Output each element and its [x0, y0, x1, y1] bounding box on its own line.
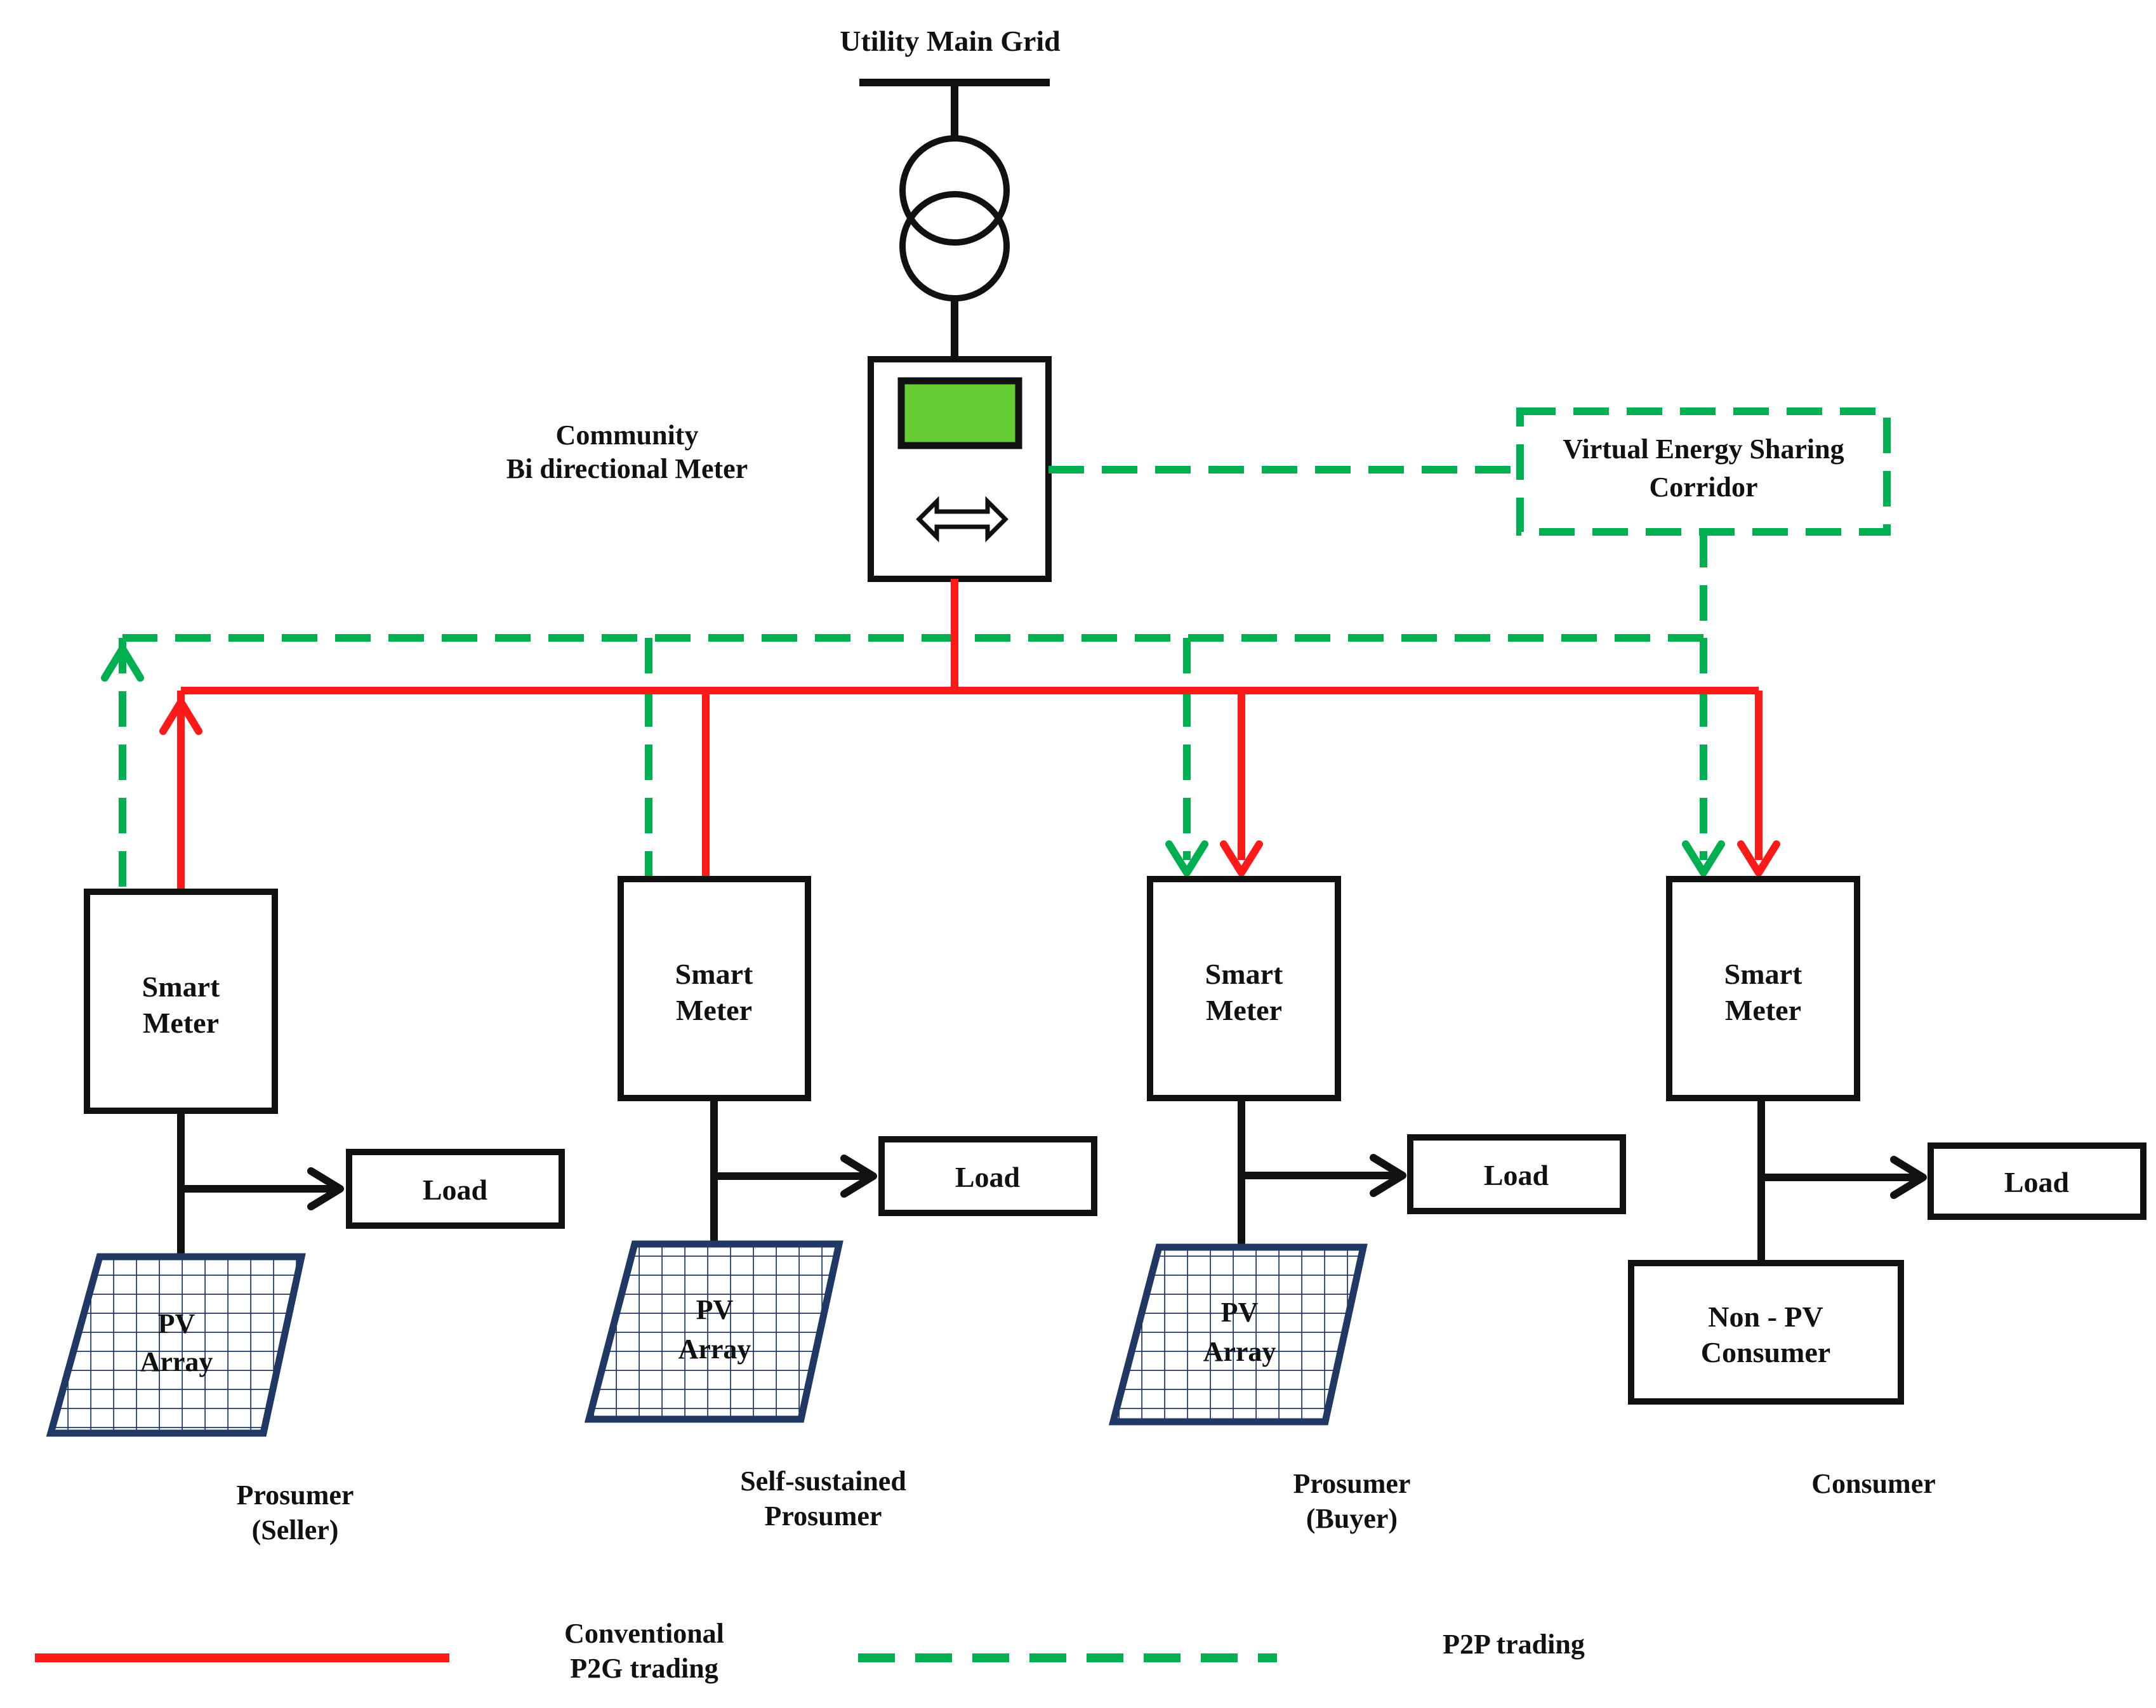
legend: Conventional P2G trading P2P trading [35, 1618, 1585, 1684]
p2p-arrow-down-icon [1165, 840, 1208, 877]
pv-array-icon [584, 1240, 843, 1423]
non-pv-consumer-box [1628, 1260, 1904, 1405]
load-label: Load [2004, 1166, 2070, 1198]
community-meter-label-1: Community [556, 420, 699, 451]
load-arrow-icon [1370, 1154, 1406, 1197]
bidirectional-arrow-icon [916, 496, 1009, 543]
unit-caption-2: (Seller) [252, 1514, 339, 1546]
pv-array-icon [1108, 1243, 1368, 1426]
p2p-network [119, 407, 1891, 892]
smart-meter-label-2: Meter [676, 994, 752, 1026]
load-arrow-icon [1890, 1156, 1927, 1199]
unit-prosumer-buyer: Smart Meter Load PV Array Prosumer (Buye… [1108, 876, 1626, 1534]
utility-grid-label: Utility Main Grid [840, 25, 1061, 57]
load-box [1407, 1134, 1626, 1214]
load-arrow-icon [307, 1167, 344, 1210]
unit-caption-1: Consumer [1811, 1468, 1936, 1499]
non-pv-label-2: Consumer [1701, 1336, 1830, 1368]
smart-meter-label-2: Meter [143, 1007, 219, 1039]
load-label: Load [423, 1174, 488, 1206]
smart-meter-label-2: Meter [1206, 994, 1282, 1026]
load-box [346, 1149, 565, 1229]
pv-array-label-1: PV [158, 1308, 195, 1339]
smart-meter-label-2: Meter [1725, 994, 1801, 1026]
load-label: Load [1484, 1159, 1549, 1191]
smart-meter [1147, 876, 1341, 1101]
pv-array-label-1: PV [696, 1294, 734, 1325]
unit-prosumer-seller: Smart Meter Load PV Array Prosumer (Sell… [46, 889, 565, 1546]
transformer-icon [899, 135, 1010, 301]
legend-p2g-label-2: P2G trading [570, 1653, 718, 1684]
legend-p2g-label-1: Conventional [564, 1618, 724, 1649]
p2p-arrow-up-icon [101, 645, 144, 682]
p2p-arrow-down-icon [1682, 840, 1725, 877]
smart-meter-label-1: Smart [1205, 958, 1283, 990]
unit-caption-2: Prosumer [765, 1500, 882, 1532]
unit-caption-1: Prosumer [237, 1480, 354, 1511]
pv-array-label-2: Array [678, 1334, 751, 1365]
legend-p2p-label: P2P trading [1443, 1629, 1585, 1660]
unit-self-sustained-prosumer: Smart Meter Load PV Array Self-sustained… [584, 876, 1097, 1532]
corridor-label-2: Corridor [1649, 472, 1757, 503]
p2g-arrow-down-icon [1220, 840, 1263, 877]
p2g-network [177, 579, 1762, 892]
corridor-label-1: Virtual Energy Sharing [1563, 434, 1844, 465]
smart-meter-label-1: Smart [1724, 958, 1802, 990]
smart-meter [618, 876, 811, 1101]
meter-display [897, 377, 1022, 449]
community-meter [868, 356, 1052, 582]
smart-meter-label-1: Smart [142, 970, 220, 1003]
pv-array-label-2: Array [140, 1346, 213, 1377]
non-pv-label-1: Non - PV [1708, 1301, 1823, 1333]
unit-caption-1: Self-sustained [740, 1466, 906, 1497]
p2g-arrow-down-icon [1737, 840, 1780, 877]
load-arrow-icon [840, 1155, 877, 1198]
pv-array-label-1: PV [1221, 1297, 1259, 1328]
unit-consumer: Smart Meter Load Non - PV Consumer Consu… [1628, 876, 2146, 1499]
unit-caption-1: Prosumer [1293, 1468, 1411, 1499]
pv-array-icon [46, 1253, 306, 1437]
community-meter-label-2: Bi directional Meter [506, 453, 748, 484]
smart-meter-label-1: Smart [675, 958, 753, 990]
pv-array-label-2: Array [1203, 1336, 1276, 1367]
load-label: Load [955, 1161, 1021, 1193]
unit-caption-2: (Buyer) [1306, 1503, 1398, 1534]
p2g-arrow-up-icon [159, 698, 202, 735]
load-box [878, 1136, 1097, 1216]
load-box [1928, 1142, 2146, 1220]
smart-meter [1666, 876, 1860, 1101]
